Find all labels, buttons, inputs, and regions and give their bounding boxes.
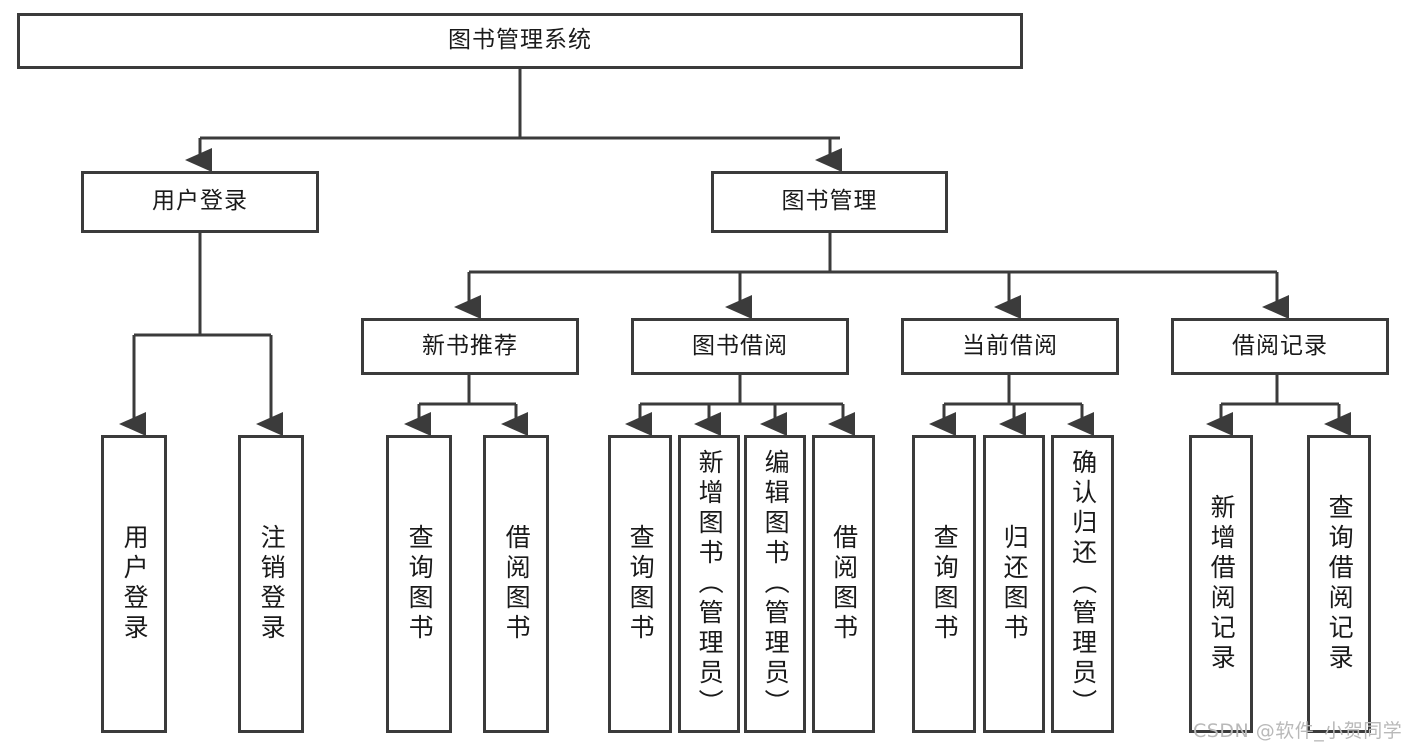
leaf-user-login-label: 用户登录 xyxy=(120,524,150,644)
leaf-lend-book[interactable]: 借阅图书 xyxy=(812,435,875,733)
leaf-query-book-new-label: 查询图书 xyxy=(405,524,435,644)
leaf-query-book-borrow-label: 查询图书 xyxy=(626,524,656,644)
leaf-query-book-borrow[interactable]: 查询图书 xyxy=(608,435,672,733)
node-user-login-label: 用户登录 xyxy=(152,188,248,215)
leaf-query-borrow-record[interactable]: 查询借阅记录 xyxy=(1307,435,1371,733)
leaf-borrow-book-new[interactable]: 借阅图书 xyxy=(483,435,549,733)
node-book-borrow-label: 图书借阅 xyxy=(692,332,788,359)
node-root[interactable]: 图书管理系统 xyxy=(17,13,1023,69)
leaf-lend-book-label: 借阅图书 xyxy=(829,524,859,644)
csdn-watermark: CSDN @软件_小贺同学 xyxy=(1193,720,1403,742)
leaf-edit-book-admin[interactable]: 编辑图书（管理员） xyxy=(744,435,806,733)
leaf-logout[interactable]: 注销登录 xyxy=(238,435,304,733)
leaf-query-book-current[interactable]: 查询图书 xyxy=(912,435,976,733)
node-current-borrow[interactable]: 当前借阅 xyxy=(901,318,1119,375)
leaf-edit-book-admin-label: 编辑图书（管理员） xyxy=(761,449,791,719)
node-user-login[interactable]: 用户登录 xyxy=(81,171,319,233)
leaf-confirm-return-admin[interactable]: 确认归还（管理员） xyxy=(1051,435,1114,733)
leaf-borrow-book-new-label: 借阅图书 xyxy=(502,524,532,644)
leaf-add-borrow-record[interactable]: 新增借阅记录 xyxy=(1189,435,1253,733)
leaf-return-book[interactable]: 归还图书 xyxy=(983,435,1045,733)
leaf-add-book-admin[interactable]: 新增图书（管理员） xyxy=(678,435,740,733)
node-new-book-recommend-label: 新书推荐 xyxy=(422,332,518,359)
leaf-add-book-admin-label: 新增图书（管理员） xyxy=(695,449,725,719)
leaf-user-login[interactable]: 用户登录 xyxy=(101,435,167,733)
leaf-logout-label: 注销登录 xyxy=(257,524,287,644)
leaf-add-borrow-record-label: 新增借阅记录 xyxy=(1207,494,1237,674)
leaf-query-borrow-record-label: 查询借阅记录 xyxy=(1325,494,1355,674)
node-new-book-recommend[interactable]: 新书推荐 xyxy=(361,318,579,375)
node-book-management[interactable]: 图书管理 xyxy=(711,171,948,233)
node-book-borrow[interactable]: 图书借阅 xyxy=(631,318,849,375)
node-root-label: 图书管理系统 xyxy=(448,27,592,54)
node-borrow-records-label: 借阅记录 xyxy=(1232,332,1328,359)
leaf-query-book-new[interactable]: 查询图书 xyxy=(386,435,452,733)
leaf-return-book-label: 归还图书 xyxy=(1000,524,1030,644)
node-current-borrow-label: 当前借阅 xyxy=(962,332,1058,359)
node-borrow-records[interactable]: 借阅记录 xyxy=(1171,318,1389,375)
leaf-confirm-return-admin-label: 确认归还（管理员） xyxy=(1068,449,1098,719)
leaf-query-book-current-label: 查询图书 xyxy=(930,524,960,644)
node-book-management-label: 图书管理 xyxy=(781,188,878,215)
